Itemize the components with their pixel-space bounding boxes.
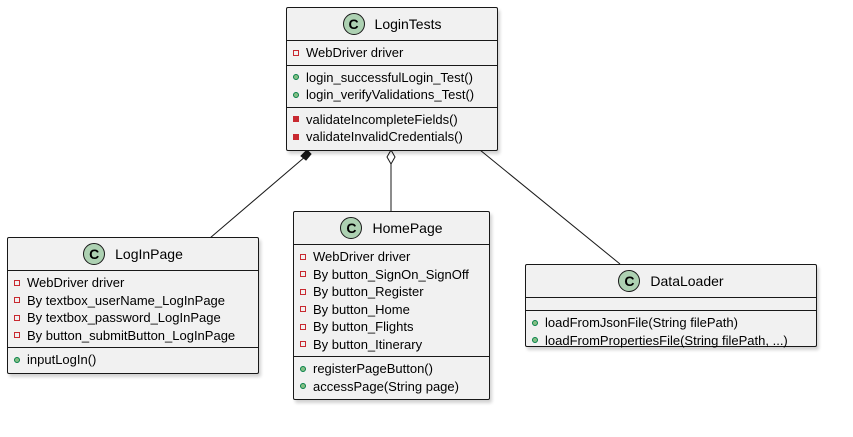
aggregation-diamond-icon	[386, 148, 396, 166]
private-field-icon	[300, 323, 306, 330]
class-header: C DataLoader	[526, 265, 816, 297]
class-logintests[interactable]: C LoginTests WebDriver driver login_succ…	[286, 7, 498, 151]
public-method-icon	[293, 91, 299, 98]
class-stereotype-icon: C	[618, 270, 641, 292]
private-field-icon	[14, 279, 20, 286]
fields-section	[526, 297, 816, 310]
class-header: C HomePage	[294, 212, 489, 244]
composition-edge	[209, 155, 307, 239]
private-field-icon	[14, 297, 20, 304]
private-field-icon	[14, 314, 20, 321]
private-field-icon	[300, 341, 306, 348]
class-stereotype-icon: C	[83, 243, 106, 265]
field-item: WebDriver driver	[294, 248, 489, 266]
public-method-icon	[300, 365, 306, 372]
methods-section: login_successfulLogin_Test() login_verif…	[287, 64, 497, 107]
methods-section: loadFromJsonFile(String filePath) loadFr…	[526, 310, 816, 352]
field-item: By button_Home	[294, 301, 489, 319]
method-item: loadFromPropertiesFile(String filePath, …	[526, 332, 816, 350]
method-item: login_verifyValidations_Test()	[287, 86, 497, 104]
method-item: validateIncompleteFields()	[287, 111, 497, 129]
methods-section: inputLogIn()	[8, 347, 258, 372]
public-method-icon	[532, 319, 538, 326]
fields-section: WebDriver driver By textbox_userName_Log…	[8, 270, 258, 347]
class-loginpage[interactable]: C LogInPage WebDriver driver By textbox_…	[7, 237, 259, 374]
private-field-icon	[300, 271, 306, 278]
field-item: By button_SignOn_SignOff	[294, 266, 489, 284]
fields-section: WebDriver driver By button_SignOn_SignOf…	[294, 244, 489, 356]
private-methods-section: validateIncompleteFields() validateInval…	[287, 106, 497, 149]
method-item: login_successfulLogin_Test()	[287, 69, 497, 87]
class-dataloader[interactable]: C DataLoader loadFromJsonFile(String fil…	[525, 264, 817, 348]
field-item: By button_Itinerary	[294, 336, 489, 354]
class-stereotype-icon: C	[340, 217, 363, 239]
private-field-icon	[14, 332, 20, 339]
class-homepage[interactable]: C HomePage WebDriver driver By button_Si…	[293, 211, 490, 400]
field-item: By textbox_userName_LogInPage	[8, 292, 258, 310]
private-field-icon	[300, 306, 306, 313]
class-name: HomePage	[372, 220, 443, 236]
fields-section: WebDriver driver	[287, 40, 497, 65]
method-item: inputLogIn()	[8, 351, 258, 369]
public-method-icon	[300, 383, 306, 390]
field-item: By textbox_password_LogInPage	[8, 309, 258, 327]
class-name: DataLoader	[650, 273, 724, 289]
private-field-icon	[300, 288, 306, 295]
method-item: validateInvalidCredentials()	[287, 128, 497, 146]
public-method-icon	[532, 337, 538, 344]
field-item: By button_submitButton_LogInPage	[8, 327, 258, 345]
private-field-icon	[293, 49, 299, 56]
composition-diamond-icon	[300, 149, 312, 161]
field-item: By button_Register	[294, 283, 489, 301]
private-field-icon	[300, 253, 306, 260]
method-item: loadFromJsonFile(String filePath)	[526, 314, 816, 332]
field-item: WebDriver driver	[287, 44, 497, 62]
public-method-icon	[293, 74, 299, 81]
public-method-icon	[14, 356, 20, 363]
private-method-icon	[293, 133, 299, 140]
methods-section: registerPageButton() accessPage(String p…	[294, 356, 489, 398]
method-item: registerPageButton()	[294, 360, 489, 378]
class-header: C LoginTests	[287, 8, 497, 40]
field-item: WebDriver driver	[8, 274, 258, 292]
class-stereotype-icon: C	[342, 13, 365, 35]
field-item: By button_Flights	[294, 318, 489, 336]
class-header: C LogInPage	[8, 238, 258, 270]
class-name: LoginTests	[374, 16, 442, 32]
method-item: accessPage(String page)	[294, 378, 489, 396]
class-name: LogInPage	[115, 246, 183, 262]
association-edge	[479, 149, 621, 265]
private-method-icon	[293, 116, 299, 123]
